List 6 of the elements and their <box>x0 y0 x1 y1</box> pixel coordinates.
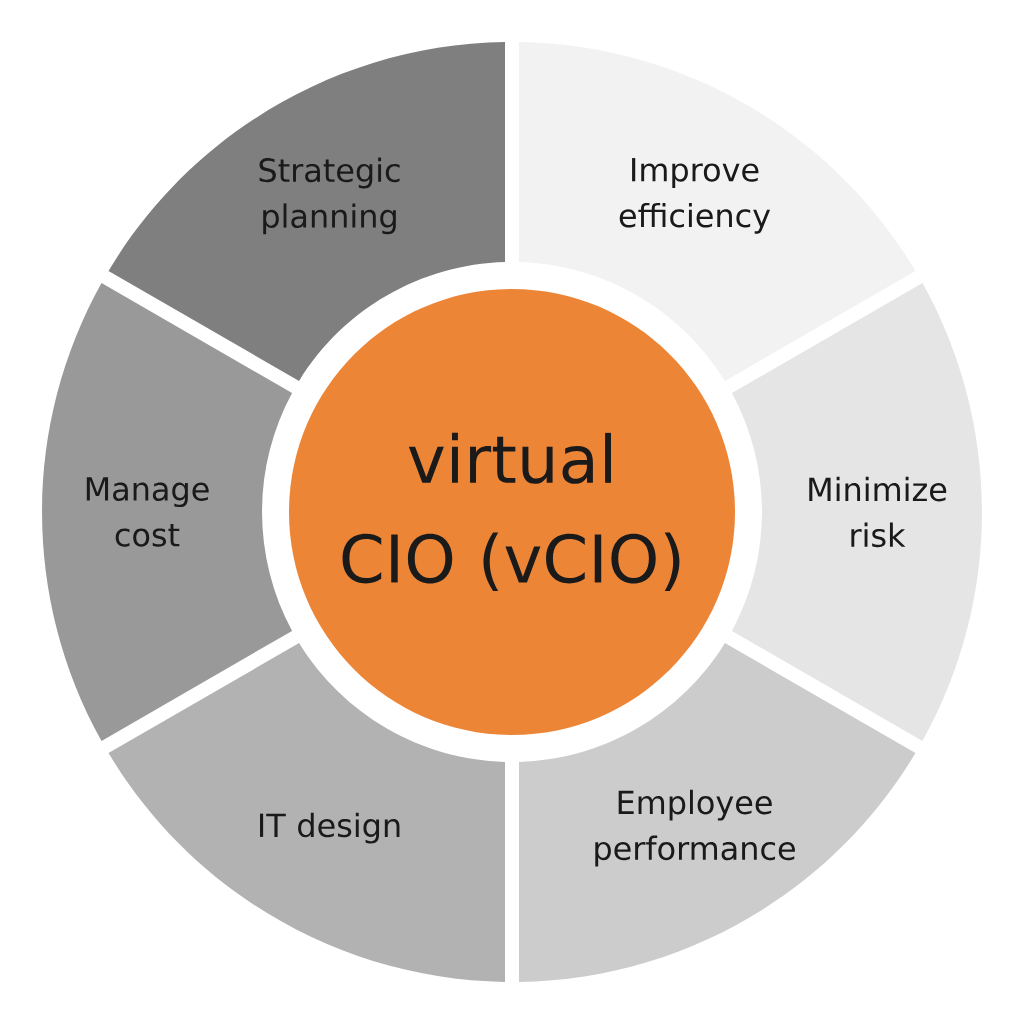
ring-segment: Improve efficiency <box>519 42 916 381</box>
ring-segment: Employee performance <box>519 643 916 982</box>
ring-segment: IT design <box>108 643 505 982</box>
ring-segment: Manage cost <box>42 283 293 741</box>
ring-segment: Minimize risk <box>731 283 982 741</box>
ring-segment: Strategic planning <box>108 42 505 381</box>
